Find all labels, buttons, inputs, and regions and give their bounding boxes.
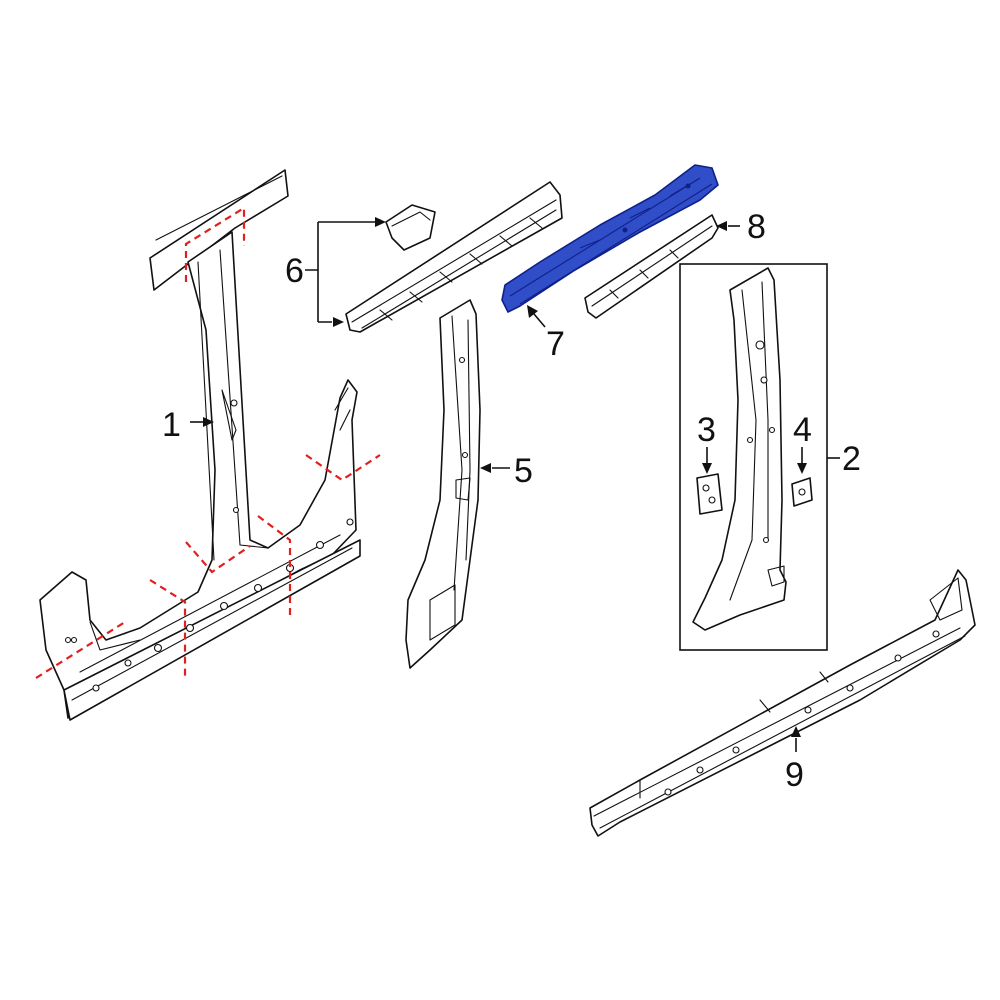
cut-line-pillar-left <box>185 541 251 574</box>
callout-1: 1 <box>162 406 181 444</box>
callout-6: 6 <box>285 252 304 290</box>
part-3-plate[interactable] <box>696 473 723 515</box>
callout-3: 3 <box>697 411 716 449</box>
callout-2: 2 <box>842 440 861 478</box>
part-2-group-box <box>679 263 828 651</box>
callouts: 1 2 3 4 5 6 7 8 9 <box>162 208 861 794</box>
arrow-6a <box>375 217 386 227</box>
cut-line-pillar-right <box>257 515 292 616</box>
cut-line-front <box>35 621 126 679</box>
cut-line-roof <box>184 206 246 282</box>
part-5-center-pillar[interactable] <box>405 299 481 669</box>
part-1-side-panel[interactable] <box>39 169 361 721</box>
arrow-5 <box>480 463 491 473</box>
arrow-8 <box>716 221 727 231</box>
part-6-roof-side-rail[interactable] <box>345 181 563 333</box>
part-2-pillar-reinforcement[interactable] <box>692 267 787 631</box>
arrow-9 <box>791 726 801 737</box>
part-9-rocker-panel[interactable] <box>589 569 976 837</box>
leaders <box>190 217 840 752</box>
part-8-reinforcement[interactable] <box>584 214 719 319</box>
part-6-bracket-small[interactable] <box>385 204 436 251</box>
arrow-7 <box>527 305 538 318</box>
part-4-nut-plate[interactable] <box>791 477 813 507</box>
arrow-4 <box>797 463 807 474</box>
callout-9: 9 <box>785 756 804 794</box>
arrow-6b <box>333 317 344 327</box>
cut-lines <box>35 206 381 679</box>
callout-5: 5 <box>514 452 533 490</box>
callout-8: 8 <box>747 208 766 246</box>
arrow-1 <box>203 417 214 427</box>
arrow-3 <box>702 463 712 474</box>
part-7-highlighted-rail[interactable] <box>501 164 719 313</box>
part-7-body <box>501 164 719 313</box>
cut-line-rear <box>305 454 381 482</box>
callout-4: 4 <box>793 411 812 449</box>
callout-7: 7 <box>546 325 565 363</box>
cut-line-sill <box>149 579 187 676</box>
